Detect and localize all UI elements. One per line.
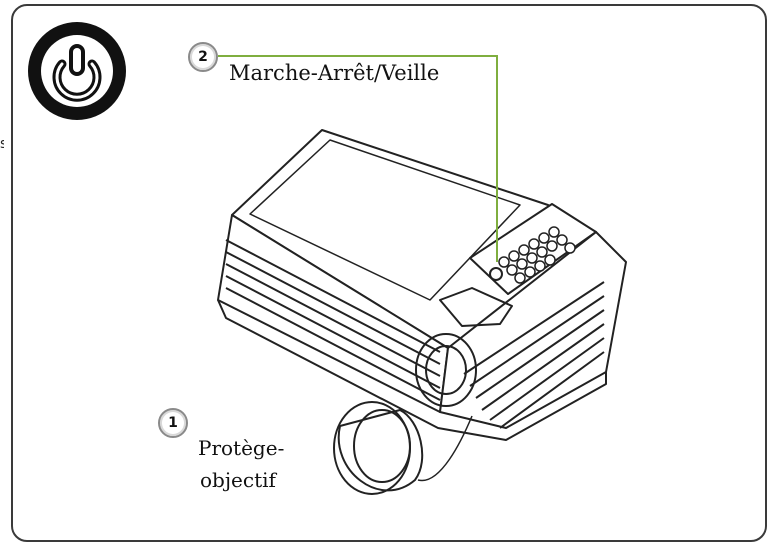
margin-text: s [0, 136, 4, 152]
label-lens-cap-line2: objectif [200, 468, 276, 492]
label-lens-cap-line1: Protège- [198, 436, 285, 460]
callout-number-1: 1 [158, 408, 188, 438]
callout-number-2: 2 [188, 42, 218, 72]
diagram-frame [11, 4, 767, 542]
label-power-standby: Marche-Arrêt/Veille [229, 61, 440, 85]
power-icon [28, 22, 126, 120]
power-button-marker [489, 267, 503, 281]
leader-line-power [218, 55, 498, 262]
